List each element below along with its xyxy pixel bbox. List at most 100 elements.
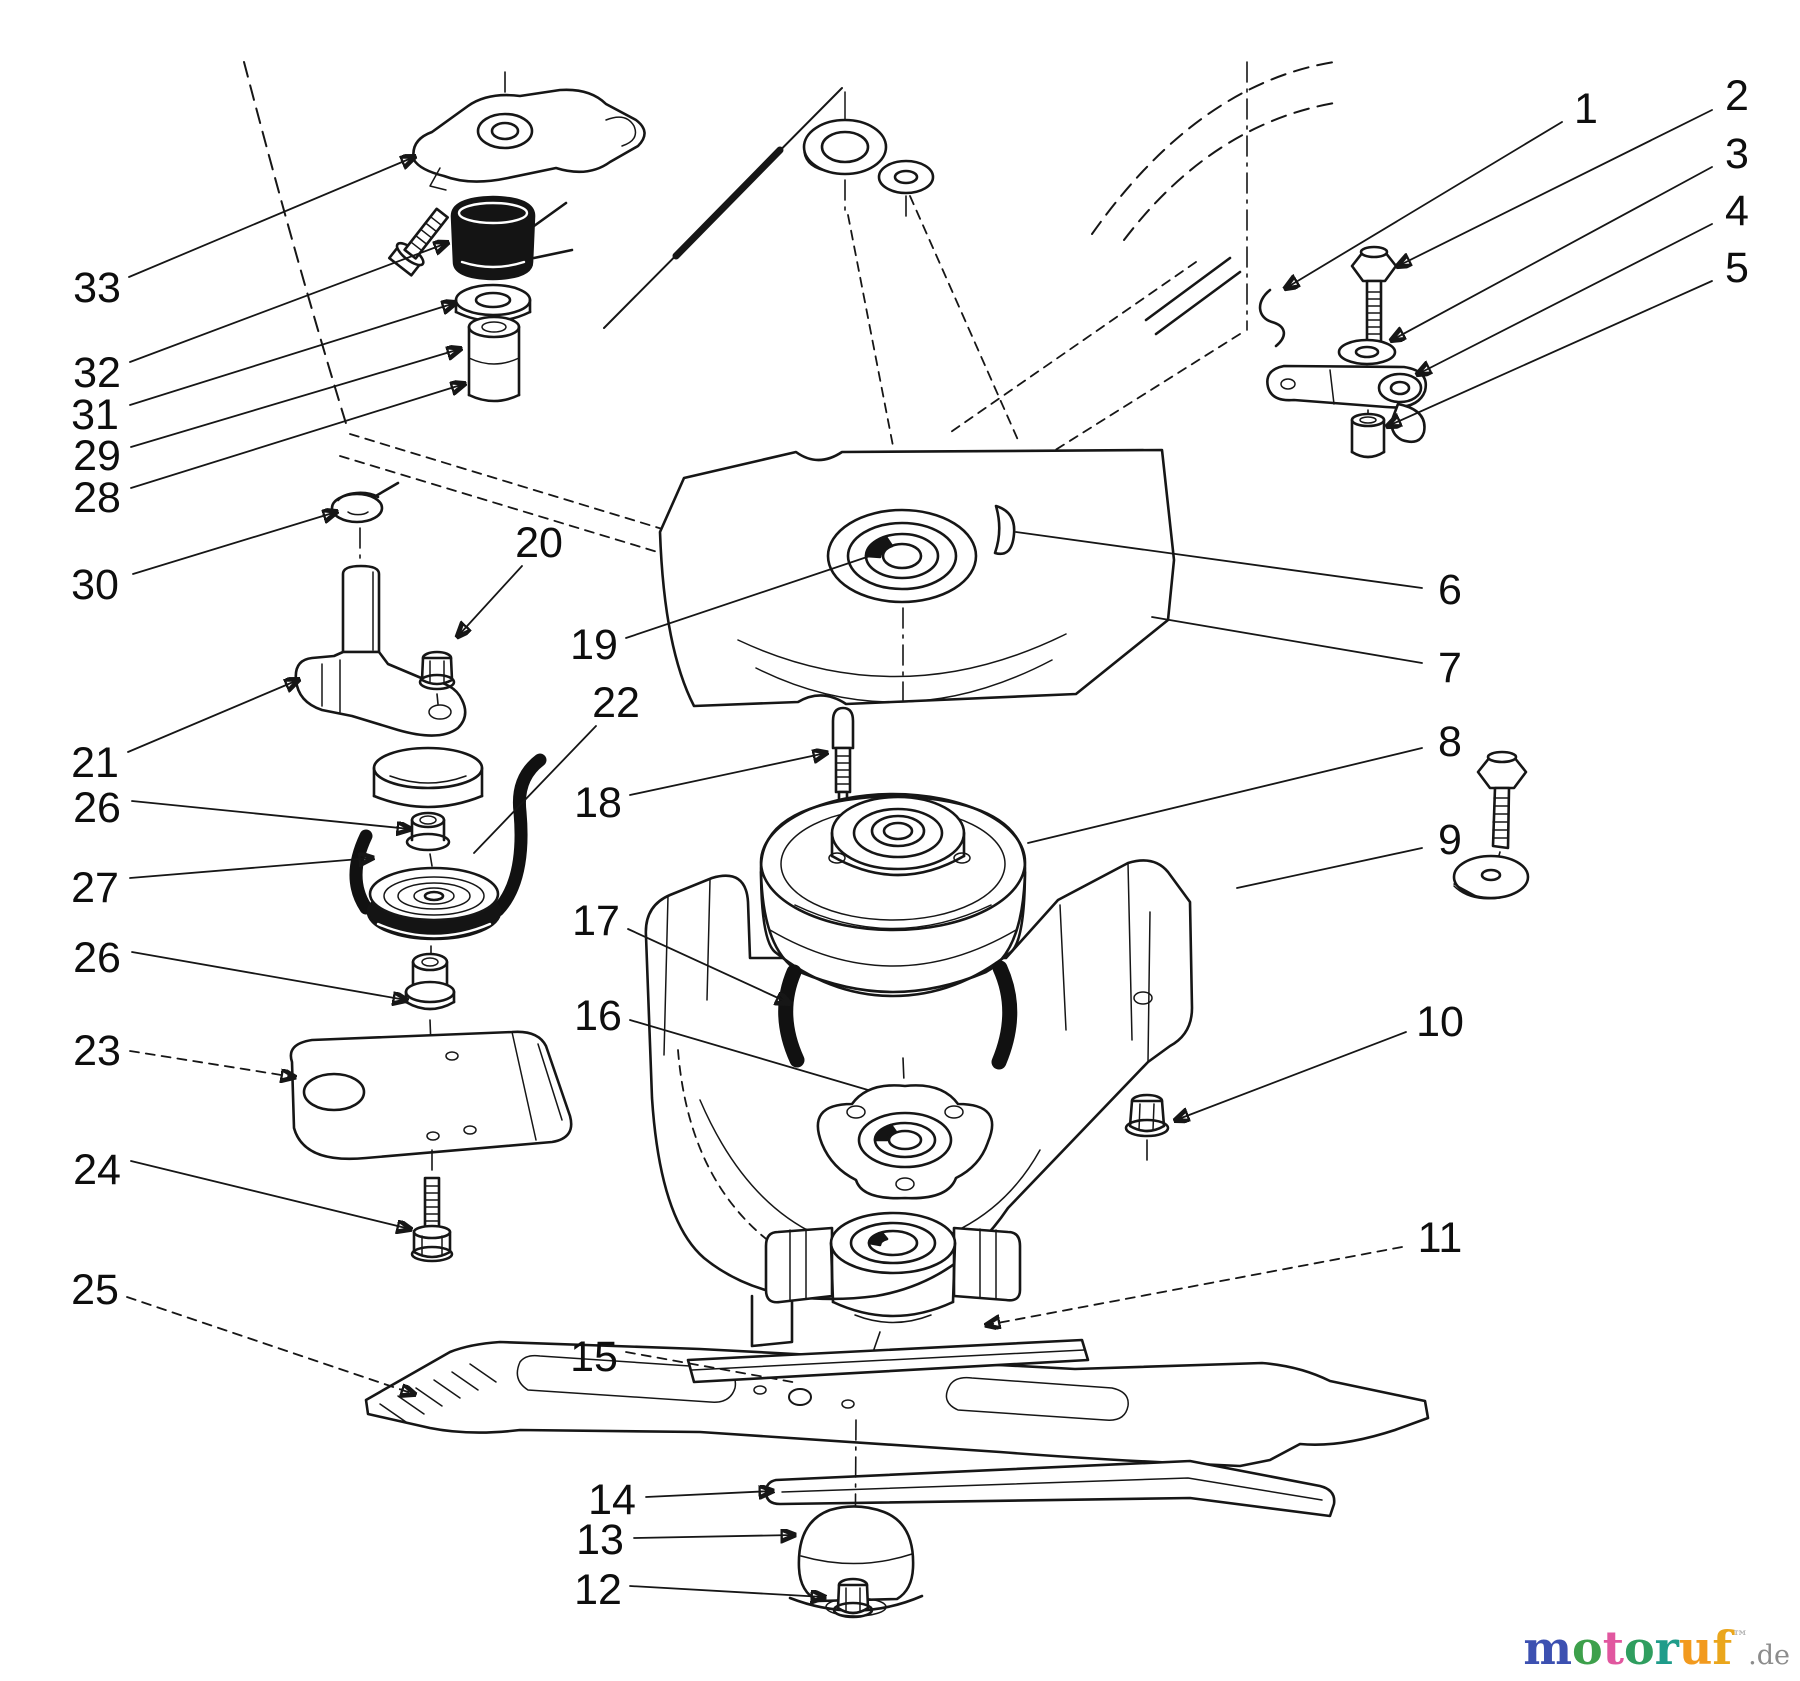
housing-bolt-hole <box>1133 991 1153 1005</box>
watermark-suffix: .de <box>1748 1640 1790 1671</box>
flange-nut-upper <box>405 811 451 867</box>
cover-bolt <box>1476 750 1528 867</box>
callout-label-17: 17 <box>572 897 620 945</box>
leader-line-27 <box>129 858 372 879</box>
leader-line-23 <box>129 1050 294 1077</box>
callout-label-6: 6 <box>1438 566 1462 614</box>
watermark-letter: t <box>1603 1621 1625 1675</box>
leader-line-25 <box>126 1296 414 1394</box>
spacer-bushing-right <box>1350 409 1386 459</box>
bearing-shadow <box>864 535 894 559</box>
pivot-arm-bracket <box>1266 364 1428 444</box>
callout-label-4: 4 <box>1725 187 1749 235</box>
callout-label-28: 28 <box>73 474 121 522</box>
leader-line-26a <box>131 800 410 829</box>
flange-lock-nut-housing <box>1124 1093 1170 1163</box>
flange-lock-nut-blade <box>832 1577 874 1619</box>
arm-lock-nut <box>418 650 456 705</box>
drive-belt-ends <box>778 960 1018 1070</box>
leader-line-16 <box>629 1019 869 1091</box>
callout-label-8: 8 <box>1438 718 1462 766</box>
callout-label-29: 29 <box>73 432 121 480</box>
watermark-letter: u <box>1679 1621 1712 1675</box>
watermark-letter: o <box>1572 1621 1603 1675</box>
leader-line-28 <box>130 384 464 489</box>
leader-line-26b <box>131 951 406 1000</box>
leader-line-24 <box>130 1160 410 1229</box>
callout-label-27: 27 <box>71 864 119 912</box>
callout-label-14: 14 <box>588 1476 636 1524</box>
leader-line-14 <box>645 1491 772 1497</box>
callout-label-12: 12 <box>574 1566 622 1614</box>
small-washer <box>877 159 935 217</box>
leader-line-7 <box>1151 616 1423 664</box>
callout-label-16: 16 <box>574 992 622 1040</box>
leader-line-4 <box>1418 223 1713 374</box>
watermark-letter: o <box>1624 1621 1655 1675</box>
flat-washer-right <box>1337 338 1397 375</box>
blade-brake-cam-lever <box>412 71 646 191</box>
callout-label-7: 7 <box>1438 644 1462 692</box>
leader-line-8 <box>1027 747 1423 844</box>
watermark-letter: f <box>1712 1621 1735 1675</box>
watermark-logo: motoruf™.de <box>1523 1621 1790 1675</box>
leader-line-32 <box>129 243 447 363</box>
callout-label-23: 23 <box>73 1027 121 1075</box>
leader-line-15 <box>625 1351 799 1384</box>
leader-line-33 <box>128 157 414 278</box>
mounting-bracket-plate <box>289 1030 573 1161</box>
spindle-assembly <box>816 1084 994 1200</box>
leader-line-21 <box>127 680 298 753</box>
blade-top-plate <box>686 1338 1090 1384</box>
leader-line-1 <box>1286 121 1563 288</box>
callout-label-21: 21 <box>71 739 119 787</box>
leader-line-29 <box>130 349 460 448</box>
callout-label-24: 24 <box>73 1146 121 1194</box>
callout-label-18: 18 <box>574 779 622 827</box>
callout-label-10: 10 <box>1416 998 1464 1046</box>
callout-label-3: 3 <box>1725 130 1749 178</box>
blade-driver <box>764 1211 1022 1379</box>
idler-belt <box>349 753 547 917</box>
callout-label-15: 15 <box>570 1333 618 1381</box>
leader-line-31 <box>129 303 455 406</box>
callout-label-2: 2 <box>1725 72 1749 120</box>
callout-label-26b: 26 <box>73 934 121 982</box>
keyed-washer-plate <box>1452 854 1530 900</box>
callout-label-20: 20 <box>515 519 563 567</box>
idler-arm-shaft <box>294 564 484 809</box>
spacer-sleeve <box>467 315 521 403</box>
flange-nut-lower <box>404 945 456 1047</box>
callout-label-19: 19 <box>570 621 618 669</box>
watermark-trademark: ™ <box>1732 1627 1748 1646</box>
callout-label-31: 31 <box>71 391 119 439</box>
watermark-letter: m <box>1523 1621 1572 1675</box>
callout-label-25: 25 <box>71 1266 119 1314</box>
bracket-bolt <box>410 1149 454 1263</box>
spring-cup-washer <box>454 283 532 323</box>
callout-label-5: 5 <box>1725 244 1749 292</box>
torsion-spring <box>450 195 574 281</box>
cover-plate-slot <box>993 504 1016 556</box>
callout-label-11: 11 <box>1418 1214 1463 1262</box>
callout-label-1: 1 <box>1574 85 1598 133</box>
callout-label-9: 9 <box>1438 816 1462 864</box>
leader-line-19 <box>625 555 871 639</box>
engine-drive-pulley <box>759 607 1027 1083</box>
callout-label-32: 32 <box>73 349 121 397</box>
leader-line-3 <box>1392 166 1713 340</box>
leader-line-30 <box>132 512 336 575</box>
leader-line-22 <box>473 725 597 854</box>
torsion-clip <box>1258 288 1286 348</box>
leader-line-12 <box>629 1585 824 1597</box>
pulley-cover-plate <box>658 448 1176 708</box>
leader-line-11 <box>987 1246 1403 1325</box>
leader-line-13 <box>633 1535 794 1538</box>
leader-line-20 <box>458 565 523 636</box>
handle-washer-ring <box>802 91 888 211</box>
callout-label-30: 30 <box>71 561 119 609</box>
leader-line-9 <box>1236 847 1423 889</box>
leader-line-10 <box>1176 1031 1407 1120</box>
